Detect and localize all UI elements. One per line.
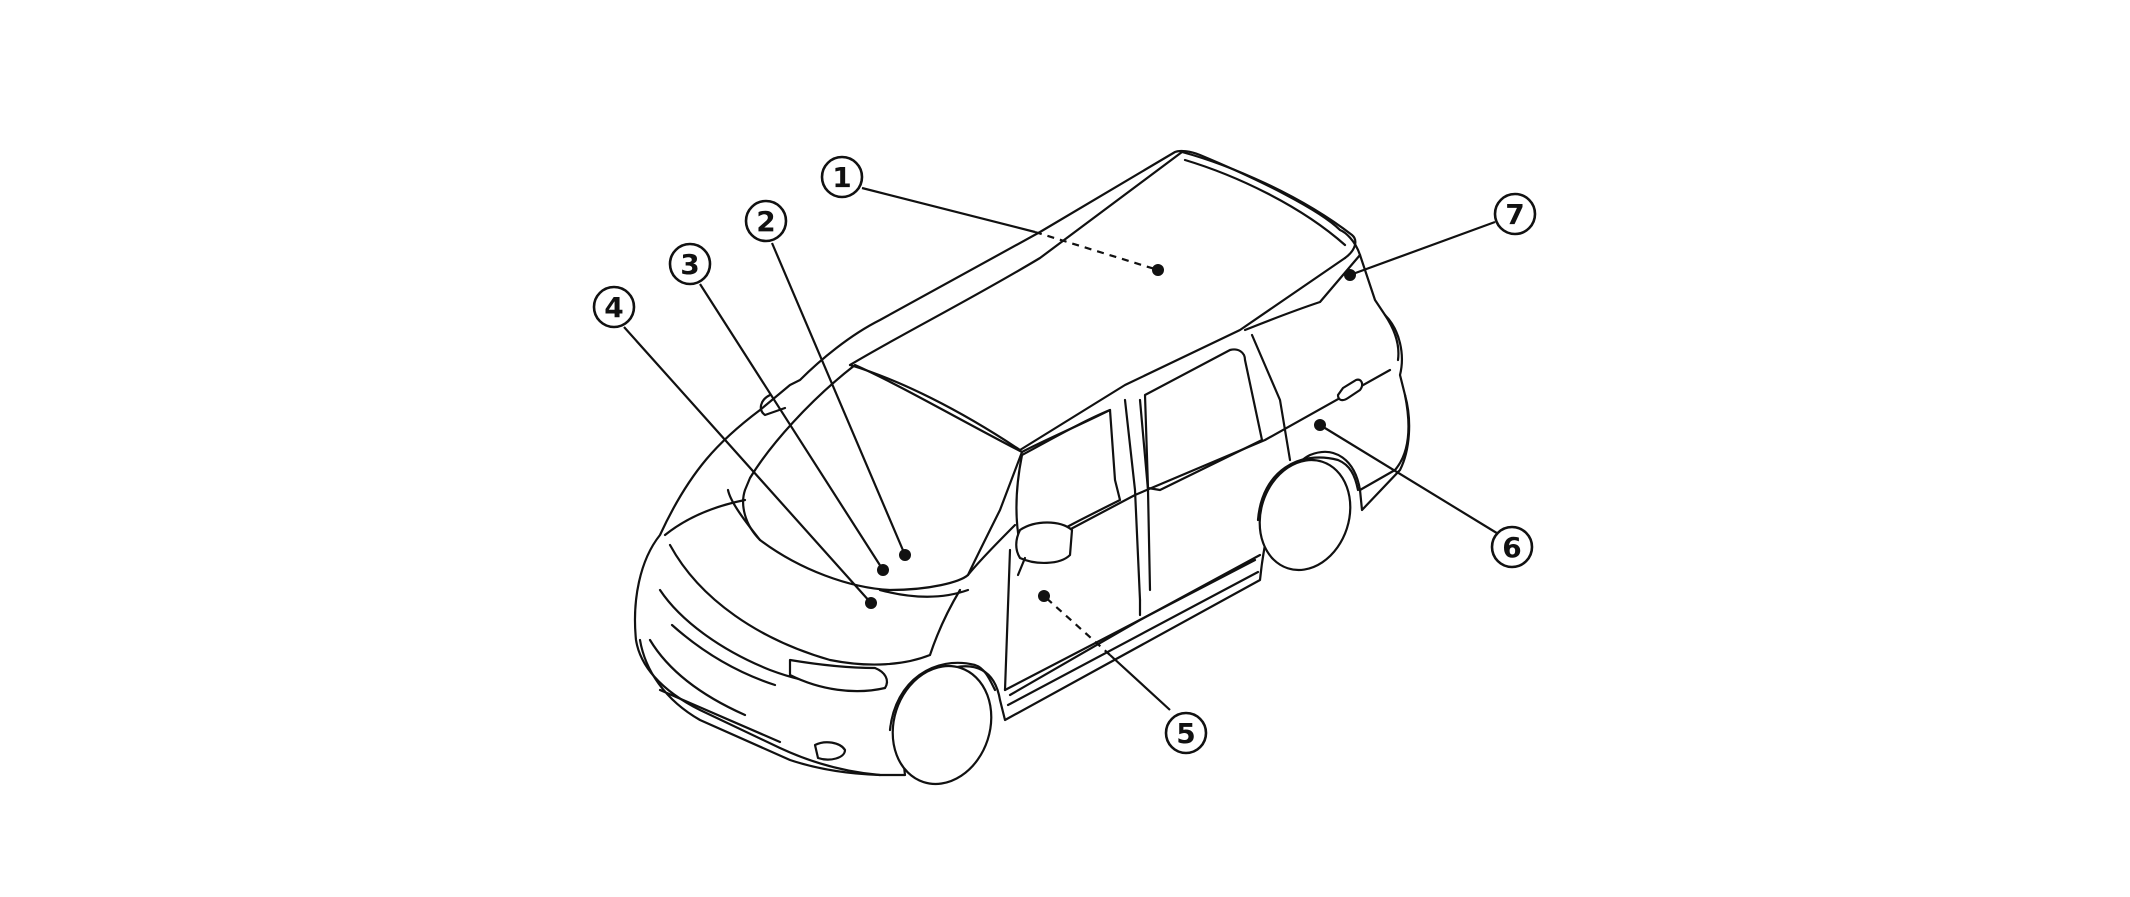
sliding-door-window (1143, 348, 1264, 492)
callout-5-circle (1164, 711, 1208, 755)
callout-5-label: 5 (1176, 717, 1195, 750)
callout-3: 3 (668, 242, 712, 286)
callout-4-circle (592, 285, 636, 329)
callout-3-circle (668, 242, 712, 286)
leader-3 (699, 283, 884, 571)
cowl (878, 588, 970, 598)
minivan-illustration (633, 149, 1411, 786)
leader-5-dashed (1043, 595, 1111, 656)
callout-6-circle (1490, 525, 1534, 569)
rear-quarter-window (1243, 253, 1362, 462)
leader-2 (770, 242, 907, 556)
callout-4-label: 4 (604, 291, 623, 324)
hood (663, 488, 962, 666)
callout-5: 5 (1164, 711, 1208, 755)
marker-dot-6 (1314, 419, 1326, 431)
front-bumper (638, 638, 882, 777)
callout-6-label: 6 (1502, 531, 1521, 564)
callout-6: 6 (1490, 525, 1534, 569)
callout-7-circle (1493, 192, 1537, 236)
hood-emblem (759, 393, 787, 417)
marker-dot-4 (865, 597, 877, 609)
callout-1-circle (820, 155, 864, 199)
leader-lines (623, 186, 1501, 711)
marker-dot-5 (1038, 590, 1050, 602)
callout-1: 1 (820, 155, 864, 199)
front-door-window (1015, 408, 1122, 547)
marker-dot-3 (877, 564, 889, 576)
callout-7: 7 (1493, 192, 1537, 236)
front-door-split (1003, 548, 1142, 692)
callout-2-label: 2 (756, 205, 775, 238)
front-wheel (891, 664, 993, 786)
windshield (742, 363, 1024, 592)
callouts: 1 2 3 4 5 6 7 (592, 155, 1537, 755)
rear-spoiler (1180, 150, 1357, 260)
callout-1-label: 1 (832, 161, 851, 194)
marker-dot-1 (1152, 264, 1164, 276)
front-wheel-arch (888, 661, 997, 732)
mirror-stem (1016, 556, 1027, 577)
side-mirror (1015, 521, 1074, 564)
rocker-panel (1003, 558, 1260, 707)
component-markers (865, 264, 1356, 609)
leader-7 (1349, 220, 1496, 277)
callout-3-label: 3 (680, 248, 699, 281)
belt-line (1048, 368, 1392, 542)
leader-1-solid (861, 186, 1036, 234)
marker-dot-2 (899, 549, 911, 561)
fog-lamp (813, 741, 847, 761)
leader-4 (623, 326, 872, 604)
callout-7-label: 7 (1505, 198, 1524, 231)
callout-2: 2 (744, 199, 788, 243)
marker-dot-7 (1344, 269, 1356, 281)
rear-wheel (1258, 458, 1352, 572)
callout-4: 4 (592, 285, 636, 329)
leader-1-dashed (1034, 230, 1159, 272)
leader-6 (1319, 424, 1501, 536)
fuel-door (1336, 378, 1364, 402)
grille (648, 588, 882, 717)
headlight (788, 658, 889, 693)
rear-wheel-arch (1256, 456, 1360, 522)
leader-5-solid (1109, 654, 1171, 711)
callout-2-circle (744, 199, 788, 243)
